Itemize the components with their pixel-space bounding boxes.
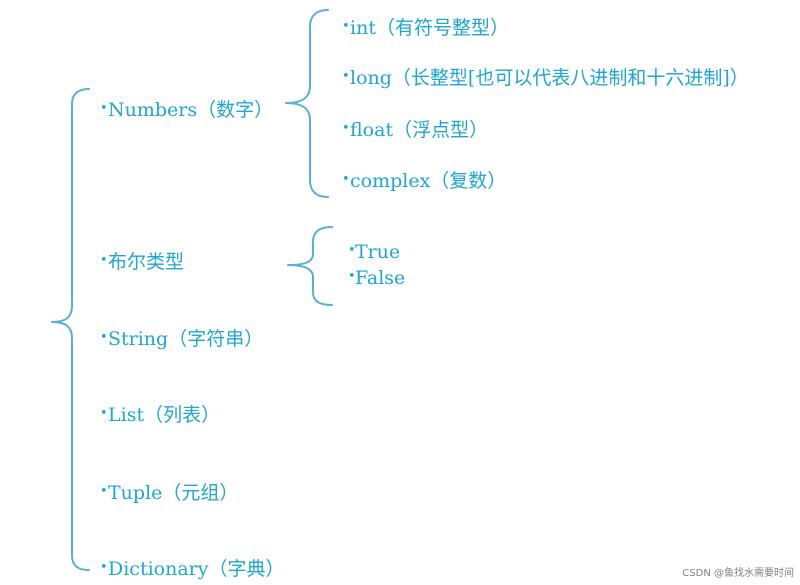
numbers-child-int: int（有符号整型） bbox=[350, 17, 509, 39]
main-bracket bbox=[51, 88, 90, 571]
numbers-child-bullet-int: • bbox=[342, 19, 350, 34]
main-item-dictionary: Dictionary（字典） bbox=[108, 558, 285, 580]
csdn-watermark: CSDN @鱼找水需要时间 bbox=[682, 568, 794, 579]
numbers-child-bullet-complex: • bbox=[342, 172, 350, 187]
numbers-child-float: float（浮点型） bbox=[350, 119, 489, 141]
main-item-bullet-dictionary: • bbox=[100, 560, 108, 575]
numbers-bracket bbox=[285, 9, 329, 198]
numbers-child-bullet-long: • bbox=[342, 69, 350, 84]
main-item-bullet-boolean: • bbox=[100, 253, 108, 268]
main-item-bullet-string: • bbox=[100, 330, 108, 345]
numbers-child-bullet-float: • bbox=[342, 121, 350, 136]
boolean-child-bullet-true: • bbox=[348, 243, 356, 258]
main-item-numbers: Numbers（数字） bbox=[108, 99, 274, 121]
numbers-child-complex: complex（复数） bbox=[350, 170, 507, 192]
main-item-bullet-list: • bbox=[100, 406, 108, 421]
main-item-bullet-numbers: • bbox=[100, 101, 108, 116]
main-item-bullet-tuple: • bbox=[100, 484, 108, 499]
boolean-child-bullet-false: • bbox=[348, 269, 356, 284]
main-item-string: String（字符串） bbox=[108, 328, 264, 350]
boolean-bracket bbox=[287, 226, 333, 306]
boolean-child-true: True bbox=[355, 241, 401, 263]
main-item-boolean: 布尔类型 bbox=[108, 251, 185, 273]
numbers-child-long: long（长整型[也可以代表八进制和十六进制]） bbox=[350, 67, 749, 89]
main-item-tuple: Tuple（元组） bbox=[108, 482, 239, 504]
main-item-list: List（列表） bbox=[108, 404, 221, 426]
boolean-child-false: False bbox=[355, 267, 406, 289]
